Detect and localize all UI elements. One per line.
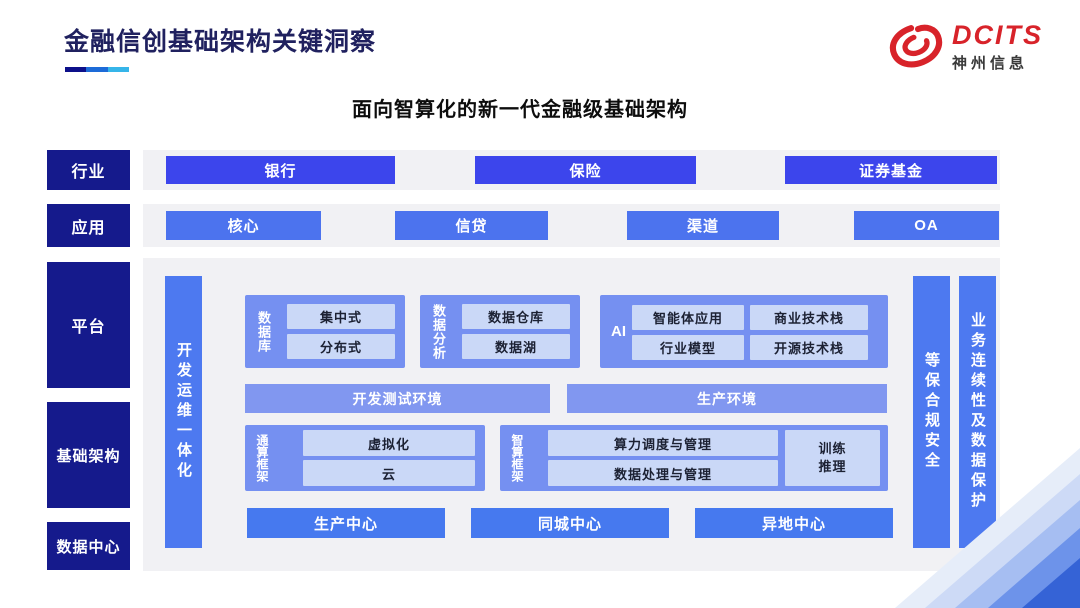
industry-insurance-box: 保险 [475,156,696,184]
distributed-db-box: 分布式 [287,334,395,359]
page-title: 金融信创基础架构关键洞察 [64,28,377,56]
database-group-label-wrap: 数据库 [254,295,273,368]
security-compliance-vertical-bar: 等保合规安全 [913,276,950,548]
ai-group: AI 智能体应用 商业技术栈 行业模型 开源技术栈 [600,295,888,368]
sidebar-item-application: 应用 [47,204,130,247]
logo-text: DCITS 神州信息 [952,19,1043,73]
compute-scheduling-box: 算力调度与管理 [548,430,778,456]
general-compute-label-wrap: 通算框架 [254,425,271,491]
virtualization-box: 虚拟化 [303,430,475,456]
application-credit-box: 信贷 [395,211,548,240]
industry-bank-box: 银行 [166,156,395,184]
sidebar-item-industry: 行业 [47,150,130,190]
production-env-bar: 生产环境 [567,384,887,413]
agent-app-box: 智能体应用 [632,305,744,330]
underline-segment-mid [86,67,108,72]
title-underline [65,67,129,72]
sidebar-item-datacenter: 数据中心 [47,522,130,570]
analytics-group-label-wrap: 数据分析 [429,295,448,368]
logo-brand: DCITS [952,19,1043,50]
opensource-stack-box: 开源技术栈 [750,335,868,360]
application-core-box: 核心 [166,211,321,240]
database-group: 数据库 集中式 分布式 [245,295,405,368]
company-logo: DCITS 神州信息 [888,16,1064,78]
dev-test-env-bar: 开发测试环境 [245,384,550,413]
database-group-label: 数据库 [256,310,271,353]
training-inference-box: 训练 推理 [785,430,880,486]
sidebar-item-infrastructure: 基础架构 [47,402,130,508]
continuity-bar-label: 业务连续性及数据保护 [969,312,986,512]
centralized-db-box: 集中式 [287,304,395,329]
ai-compute-group: 智算框架 算力调度与管理 数据处理与管理 训练 推理 [500,425,888,491]
devops-vertical-bar: 开发运维一体化 [165,276,202,548]
application-channel-box: 渠道 [627,211,779,240]
underline-segment-dark [65,67,87,72]
commercial-stack-box: 商业技术栈 [750,305,868,330]
data-lake-box: 数据湖 [462,334,570,359]
security-bar-label: 等保合规安全 [923,352,940,472]
data-warehouse-box: 数据仓库 [462,304,570,329]
cloud-box: 云 [303,460,475,486]
application-oa-box: OA [854,211,999,240]
underline-segment-light [107,67,129,72]
sidebar-item-platform: 平台 [47,262,130,388]
devops-bar-label: 开发运维一体化 [175,342,192,482]
ai-compute-label: 智算框架 [510,434,524,482]
general-compute-group: 通算框架 虚拟化 云 [245,425,485,491]
business-continuity-vertical-bar: 业务连续性及数据保护 [959,276,996,548]
analytics-group-label: 数据分析 [431,303,446,360]
data-analytics-group: 数据分析 数据仓库 数据湖 [420,295,580,368]
dcits-swirl-icon [888,22,944,73]
ai-compute-label-wrap: 智算框架 [509,425,526,491]
diagram-title: 面向智算化的新一代金融级基础架构 [352,99,688,121]
industry-securities-box: 证券基金 [785,156,997,184]
general-compute-label: 通算框架 [255,434,269,482]
data-processing-box: 数据处理与管理 [548,460,778,486]
logo-brand-cn: 神州信息 [952,54,1029,72]
same-city-center-box: 同城中心 [471,508,669,538]
industry-model-box: 行业模型 [632,335,744,360]
ai-group-label: AI [611,323,626,340]
production-center-box: 生产中心 [247,508,445,538]
remote-center-box: 异地中心 [695,508,893,538]
